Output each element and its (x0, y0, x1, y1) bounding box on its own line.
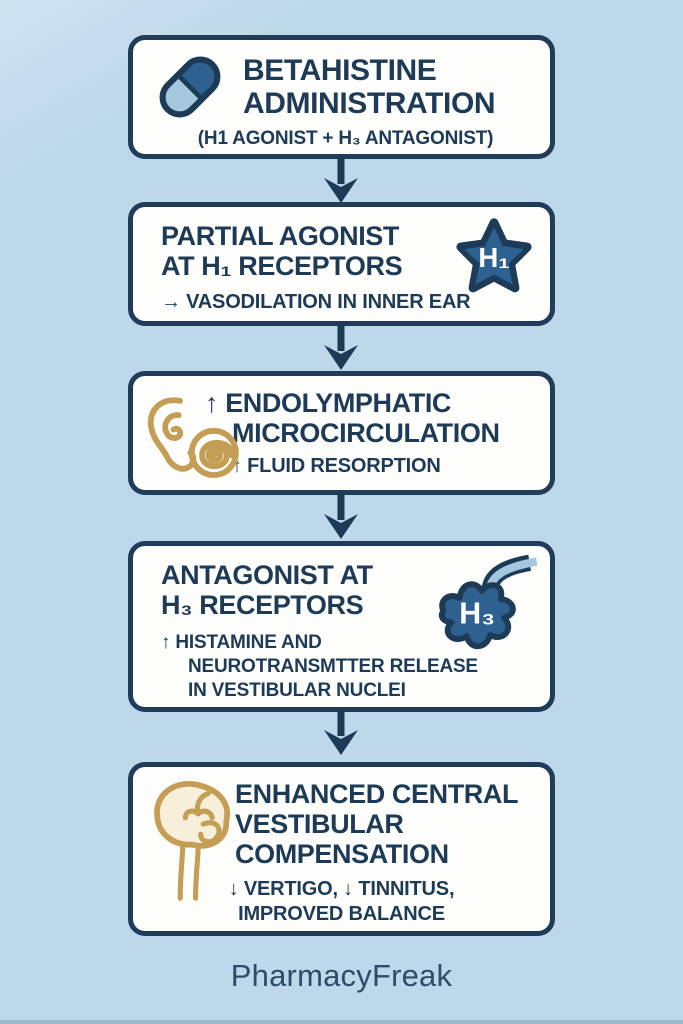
step-central-vestibular-compensation: ENHANCED CENTRAL VESTIBULAR COMPENSATION… (128, 762, 555, 936)
step5-outcome-line2: IMPROVED BALANCE (238, 903, 445, 925)
step5-title-line3: COMPENSATION (235, 839, 449, 869)
step4-effect-line1: ↑ HISTAMINE AND (161, 632, 322, 653)
step-partial-agonist-h1: PARTIAL AGONIST AT H₁ RECEPTORS H₁ → VAS… (128, 202, 555, 326)
step3-title-line2: MICROCIRCULATION (232, 418, 500, 448)
step1-title-line2: ADMINISTRATION (243, 87, 496, 120)
h1-star-label: H₁ (478, 242, 509, 273)
step3-effect: ↑ FLUID RESORPTION (232, 455, 441, 477)
flow-arrow-down-icon (324, 156, 358, 203)
step2-title-line2: AT H₁ RECEPTORS (161, 251, 403, 281)
flow-arrow-down-icon (324, 323, 358, 370)
flow-arrow-down-icon (324, 708, 358, 755)
inner-ear-cochlea-icon (147, 397, 239, 478)
step5-title-line1: ENHANCED CENTRAL (235, 779, 519, 809)
flow-arrow-down-icon (324, 492, 358, 539)
step1-subtitle: (H1 AGONIST + H₃ ANTAGONIST) (197, 128, 494, 149)
h3-receptor-label: H₃ (459, 598, 495, 631)
step5-title-line2: VESTIBULAR (235, 809, 404, 839)
step-betahistine-administration: BETAHISTINE ADMINISTRATION (H1 AGONIST +… (128, 35, 555, 159)
brain-icon (154, 781, 231, 901)
brand-footer: PharmacyFreak (230, 958, 453, 993)
step2-title-line1: PARTIAL AGONIST (161, 221, 400, 251)
step-antagonist-h3: H₃ ANTAGONIST AT H₃ RECEPTORS ↑ HISTAMIN… (128, 541, 555, 712)
step-endolymphatic-microcirculation: ↑ ENDOLYMPHATIC MICROCIRCULATION ↑ FLUID… (128, 371, 555, 495)
pill-icon (159, 56, 221, 118)
h1-receptor-star-icon: H₁ (456, 218, 532, 293)
step1-title-line1: BETAHISTINE (243, 54, 437, 87)
step5-outcome-line1: ↓ VERTIGO, ↓ TINNITUS, (228, 878, 455, 900)
h3-receptor-neuron-icon: H₃ (438, 554, 538, 650)
step4-effect-line3: IN VESTIBULAR NUCLEI (188, 680, 406, 701)
step4-title-line2: H₃ RECEPTORS (161, 590, 364, 620)
step2-effect: → VASODILATION IN INNER EAR (161, 291, 471, 313)
step3-title-line1: ↑ ENDOLYMPHATIC (205, 388, 452, 418)
step4-title-line1: ANTAGONIST AT (161, 560, 373, 590)
step4-effect-line2: NEUROTRANSMTTER RELEASE (188, 656, 478, 677)
